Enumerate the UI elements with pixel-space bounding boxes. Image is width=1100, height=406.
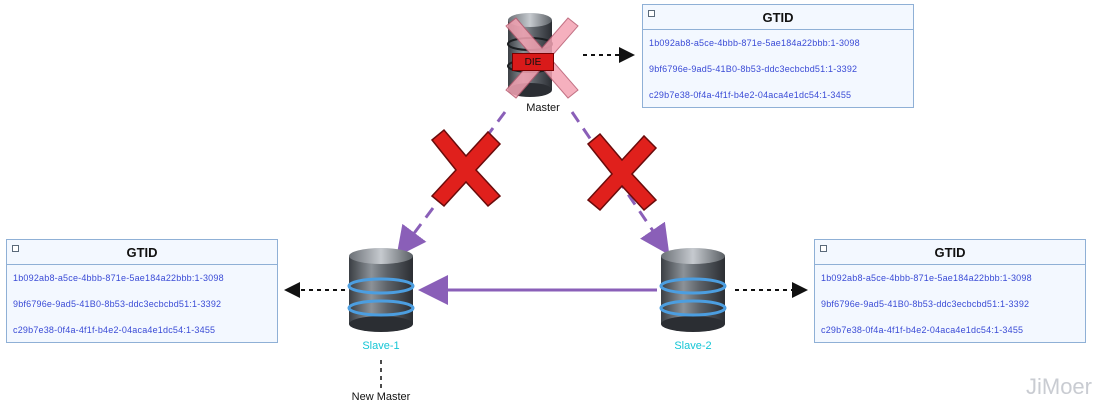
table-collapse-icon[interactable]: [648, 10, 655, 17]
gtid-table-header: GTID: [815, 240, 1085, 265]
slave1-label: Slave-1: [362, 340, 400, 352]
gtid-table-title: GTID: [934, 244, 966, 260]
gtid-row: 9bf6796e-9ad5-41B0-8b53-ddc3ecbcbd51:1-3…: [13, 299, 222, 309]
gtid-table-header: GTID: [7, 240, 277, 265]
gtid-row: 1b092ab8-a5ce-4bbb-871e-5ae184a22bbb:1-3…: [821, 273, 1032, 283]
gtid-row: c29b7e38-0f4a-4f1f-b4e2-04aca4e1dc54:1-3…: [821, 325, 1024, 335]
gtid-row: 9bf6796e-9ad5-41B0-8b53-ddc3ecbcbd51:1-3…: [821, 299, 1030, 309]
master-gtid-table: GTID 1b092ab8-a5ce-4bbb-871e-5ae184a22bb…: [642, 4, 914, 108]
slave1-db-icon: [347, 248, 415, 332]
gtid-table-title: GTID: [762, 9, 794, 25]
gtid-row: 1b092ab8-a5ce-4bbb-871e-5ae184a22bbb:1-3…: [13, 273, 224, 283]
slave2-db-icon: [659, 248, 727, 332]
table-collapse-icon[interactable]: [12, 245, 19, 252]
master-status-badge: DIE: [512, 53, 554, 71]
table-collapse-icon[interactable]: [820, 245, 827, 252]
slave2-label: Slave-2: [674, 340, 712, 352]
broken-link-cross-left: [430, 128, 502, 208]
gtid-table-title: GTID: [126, 244, 158, 260]
gtid-table-header: GTID: [643, 5, 913, 30]
gtid-row: 1b092ab8-a5ce-4bbb-871e-5ae184a22bbb:1-3…: [649, 38, 860, 48]
new-master-label: New Master: [351, 391, 411, 403]
broken-link-cross-right: [586, 132, 658, 212]
gtid-row: 9bf6796e-9ad5-41B0-8b53-ddc3ecbcbd51:1-3…: [649, 64, 858, 74]
slave1-gtid-table: GTID 1b092ab8-a5ce-4bbb-871e-5ae184a22bb…: [6, 239, 278, 343]
watermark: JiMoer: [1025, 374, 1092, 399]
master-label: Master: [526, 102, 560, 114]
gtid-row: c29b7e38-0f4a-4f1f-b4e2-04aca4e1dc54:1-3…: [649, 90, 852, 100]
gtid-row: c29b7e38-0f4a-4f1f-b4e2-04aca4e1dc54:1-3…: [13, 325, 216, 335]
slave2-gtid-table: GTID 1b092ab8-a5ce-4bbb-871e-5ae184a22bb…: [814, 239, 1086, 343]
